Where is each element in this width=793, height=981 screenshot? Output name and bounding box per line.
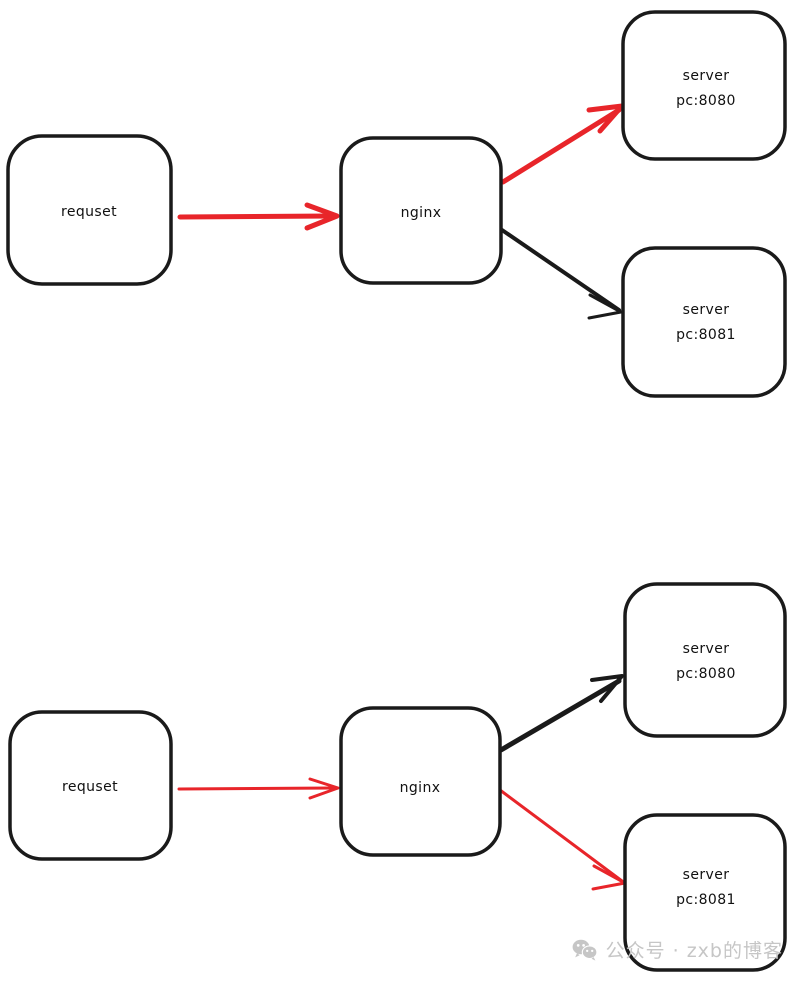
node-server-8080-bottom-port: pc:8080 — [676, 666, 736, 682]
node-server-8081-bottom[interactable]: server pc:8081 — [623, 813, 787, 972]
edge-bottom-request-to-nginx — [177, 777, 340, 800]
node-request-bottom[interactable]: requset — [8, 710, 173, 861]
node-server-8080-bottom-label: server — [683, 641, 730, 657]
node-server-8080-top-port: pc:8080 — [676, 93, 736, 109]
node-nginx-top[interactable]: nginx — [339, 136, 503, 285]
node-server-8080-top[interactable]: server pc:8080 — [621, 10, 787, 161]
panel-bottom: requset nginx server pc:8080 server pc:8… — [8, 582, 787, 972]
node-server-8081-top[interactable]: server pc:8081 — [621, 246, 787, 398]
node-nginx-top-label: nginx — [401, 205, 442, 221]
node-server-8081-bottom-label: server — [683, 867, 730, 883]
panel-top: requset nginx server pc:8080 server pc:8… — [6, 10, 787, 398]
edge-top-nginx-to-server-8081 — [500, 228, 623, 320]
edge-top-nginx-to-server-8080 — [500, 103, 625, 185]
node-server-8080-top-label: server — [683, 68, 730, 84]
node-nginx-bottom[interactable]: nginx — [339, 706, 502, 857]
node-server-8080-bottom[interactable]: server pc:8080 — [623, 582, 787, 738]
node-server-8081-top-port: pc:8081 — [676, 327, 736, 343]
edge-bottom-nginx-to-server-8080 — [498, 674, 624, 753]
node-server-8081-bottom-port: pc:8081 — [676, 892, 736, 908]
node-request-bottom-label: requset — [62, 779, 118, 795]
node-server-8081-top-label: server — [683, 302, 730, 318]
edge-bottom-nginx-to-server-8081 — [498, 788, 627, 891]
node-request-top[interactable]: requset — [6, 134, 173, 286]
edge-top-request-to-nginx — [177, 202, 340, 231]
node-request-top-label: requset — [61, 204, 117, 220]
node-nginx-bottom-label: nginx — [400, 780, 441, 796]
